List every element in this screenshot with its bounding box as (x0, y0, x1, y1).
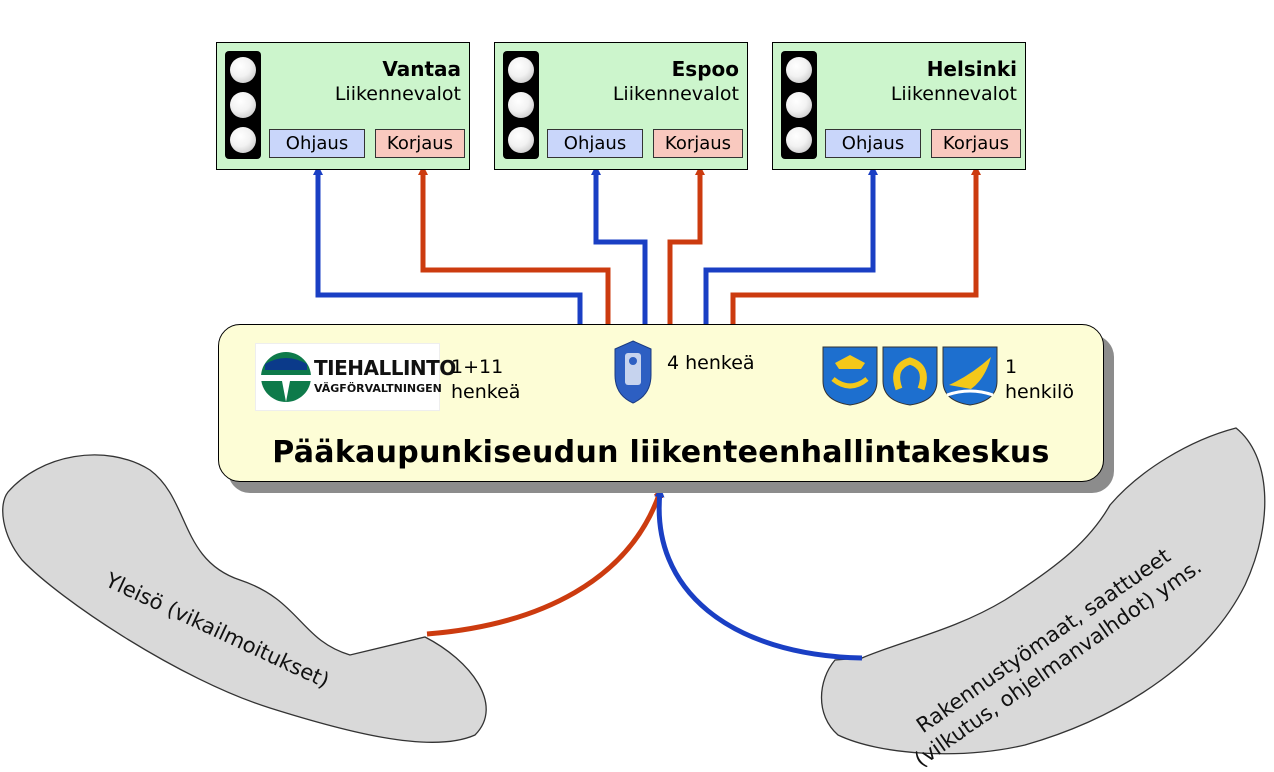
tiehallinto-logo: TIEHALLINTO VÄGFÖRVALTNINGEN (255, 343, 456, 411)
city-name: Espoo (671, 57, 739, 81)
city-subtitle: Liikennevalot (334, 83, 461, 105)
works-source-shape (820, 427, 1266, 755)
tiehallinto-emblem-icon (261, 352, 311, 402)
center-title: Pääkaupunkiseudun liikenteenhallintakesk… (272, 435, 1050, 470)
korjaus-label: Korjaus (375, 129, 465, 158)
arrow-korjaus-vantaa (418, 165, 611, 324)
coat-of-arms-espoo-icon (822, 346, 878, 406)
city-box-espoo: Espoo Liikennevalot Ohjaus Korjaus (494, 42, 748, 170)
police-badge-icon (614, 340, 652, 404)
arrow-public-to-center (426, 487, 664, 637)
korjaus-label: Korjaus (931, 129, 1021, 158)
staff-unit: henkeä (451, 381, 521, 403)
staff-count: 1 (1005, 356, 1018, 378)
city-box-helsinki: Helsinki Liikennevalot Ohjaus Korjaus (772, 42, 1026, 170)
city-subtitle: Liikennevalot (612, 83, 739, 105)
staff-tiehallinto: 1+11 henkeä (451, 355, 520, 405)
arrow-works-to-center (654, 487, 863, 661)
ohjaus-label: Ohjaus (825, 129, 921, 158)
logo-text-secondary: VÄGFÖRVALTNINGEN (314, 382, 442, 395)
traffic-management-center: TIEHALLINTO VÄGFÖRVALTNINGEN 1+11 henkeä… (218, 324, 1104, 482)
traffic-light-icon (225, 51, 261, 159)
coat-of-arms-vantaa-icon (882, 346, 938, 406)
arrow-ohjaus-espoo (591, 165, 648, 324)
ohjaus-label: Ohjaus (269, 129, 365, 158)
city-name: Vantaa (382, 57, 461, 81)
coat-of-arms-helsinki-icon (942, 346, 998, 406)
staff-cities: 1 henkilö (1005, 355, 1074, 405)
arrow-korjaus-espoo (667, 165, 705, 324)
city-name: Helsinki (926, 57, 1017, 81)
logo-text-primary: TIEHALLINTO (314, 356, 456, 380)
arrow-korjaus-helsinki (730, 165, 981, 324)
traffic-light-icon (503, 51, 539, 159)
staff-police: 4 henkeä (667, 352, 755, 374)
public-source-shape (2, 454, 487, 743)
staff-count: 1+11 (451, 356, 504, 378)
traffic-light-icon (781, 51, 817, 159)
arrow-ohjaus-vantaa (313, 165, 583, 324)
city-subtitle: Liikennevalot (890, 83, 1017, 105)
city-box-vantaa: Vantaa Liikennevalot Ohjaus Korjaus (216, 42, 470, 170)
staff-unit: henkilö (1005, 381, 1074, 403)
ohjaus-label: Ohjaus (547, 129, 643, 158)
korjaus-label: Korjaus (653, 129, 743, 158)
arrow-ohjaus-helsinki (703, 165, 878, 324)
